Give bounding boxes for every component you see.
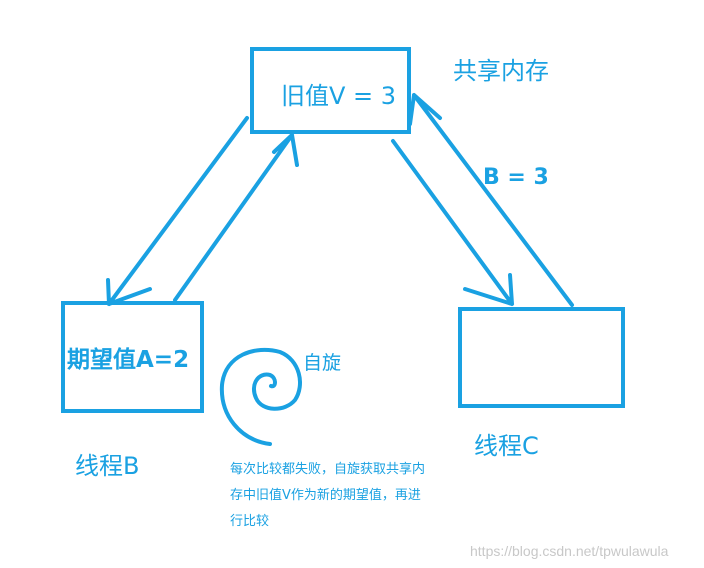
spin-label: 自旋 [303, 352, 342, 374]
watermark: https://blog.csdn.net/tpwulawula [470, 543, 669, 559]
expected-value-label: 期望值A=2 [67, 347, 190, 373]
arrow-memory-to-thread-c [391, 139, 514, 306]
spin-note-line-1: 每次比较都失败，自旋获取共享内 [230, 462, 426, 477]
thread-b-box [61, 301, 204, 413]
arrow-thread-b-to-memory [173, 133, 299, 302]
thread-c-label: 线程C [474, 432, 539, 460]
thread-c-update-label: B = 3 [483, 165, 549, 190]
thread-c-box [458, 307, 625, 408]
arrow-thread-c-to-memory [408, 93, 574, 307]
shared-memory-title: 共享内存 [453, 57, 549, 85]
arrow-memory-to-thread-b [106, 116, 249, 306]
spiral-icon [219, 347, 302, 446]
shared-memory-box [250, 47, 411, 134]
spin-note-line-2: 存中旧值V作为新的期望值，再进 [230, 488, 421, 503]
thread-b-label: 线程B [75, 452, 140, 480]
old-value-label: 旧值V = 3 [281, 82, 397, 110]
spin-note-line-3: 行比较 [230, 514, 270, 529]
